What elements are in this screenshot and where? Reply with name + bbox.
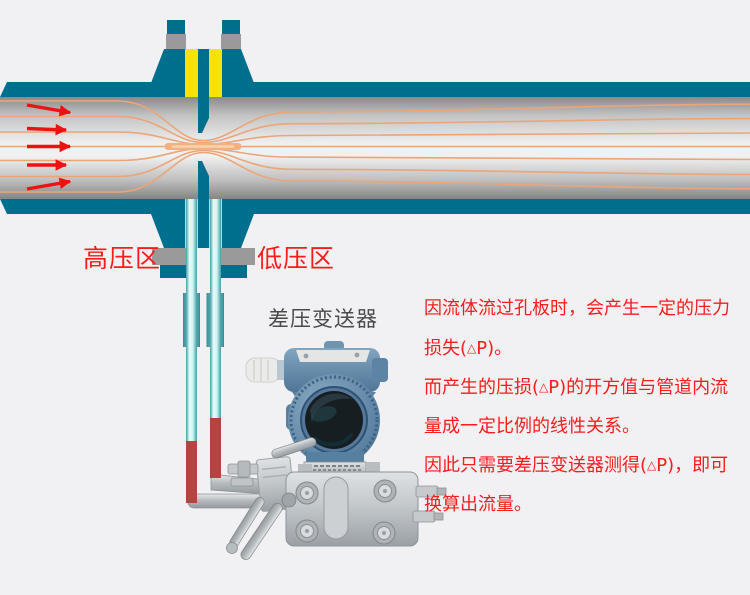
sensor-neck xyxy=(306,452,364,463)
tube-red-section xyxy=(186,441,197,503)
label-high-pressure-zone: 高压区 xyxy=(83,244,162,273)
bolt-nut xyxy=(221,34,241,49)
nameplate xyxy=(296,350,370,362)
bolt-end xyxy=(160,265,188,278)
bezel-knurling xyxy=(289,375,379,465)
orifice-plate-lower xyxy=(198,161,209,199)
flow-arrow-icon xyxy=(26,177,72,191)
tube-red-section xyxy=(210,418,221,478)
gasket xyxy=(209,49,222,97)
bolt-head xyxy=(222,20,240,34)
bolt-nut xyxy=(152,248,188,265)
fitting xyxy=(230,477,254,487)
vent-plugs xyxy=(412,485,447,523)
stud xyxy=(366,462,380,472)
flange-top xyxy=(151,20,254,97)
orifice-plate xyxy=(198,97,209,199)
tube-teal-section xyxy=(210,199,221,419)
gasket xyxy=(185,49,198,97)
valve-stem-rod xyxy=(271,437,317,459)
bolt-nut xyxy=(166,34,186,49)
bolt-nut xyxy=(219,248,255,265)
cable-gland xyxy=(245,357,281,383)
pipe-wall-bottom xyxy=(0,199,750,214)
valve-handles xyxy=(226,492,297,560)
pipe-wall-top xyxy=(0,82,750,97)
impulse-tube-low-pressure xyxy=(210,199,221,478)
label-low-pressure-zone: 低压区 xyxy=(257,244,336,273)
flow-arrow-icon xyxy=(26,103,72,117)
flow-arrow-icon xyxy=(26,123,68,136)
gland-collar xyxy=(277,360,287,380)
bolt-head xyxy=(167,20,185,34)
fitting-nut xyxy=(237,460,251,478)
orifice-plate-stem xyxy=(198,199,209,246)
manifold-center-boss xyxy=(323,476,349,540)
impulse-tube-high-pressure xyxy=(186,199,197,503)
flow-arrows xyxy=(26,103,72,191)
manifold-bolts xyxy=(295,479,397,545)
dp-transmitter-illustration xyxy=(226,341,447,560)
streamlines xyxy=(0,100,750,193)
pipe-bore xyxy=(0,97,750,199)
stud xyxy=(298,464,312,474)
housing-right-cap xyxy=(372,358,388,382)
orifice-plate-upper xyxy=(198,97,209,133)
orifice-plate-stem xyxy=(198,49,209,97)
description-text: 因流体流过孔板时，会产生一定的压力损失(△P)。而产生的压损(△P)的开方值与管… xyxy=(424,298,730,515)
bolt-end xyxy=(219,265,247,278)
label-dp-transmitter: 差压变送器 xyxy=(268,307,378,331)
tube-teal-section xyxy=(186,199,197,442)
